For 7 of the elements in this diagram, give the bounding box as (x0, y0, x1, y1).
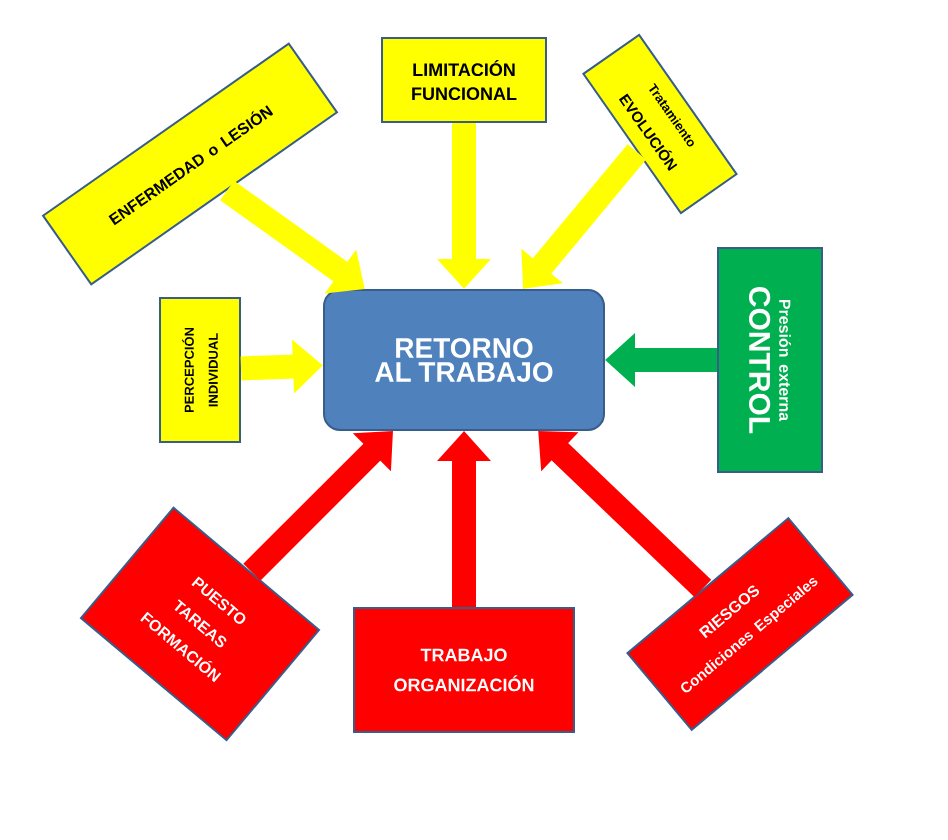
rounded-box: RETORNO AL TRABAJO (323, 289, 605, 431)
block-arrow (538, 431, 712, 598)
callout-box: Presión externa CONTROL (717, 247, 823, 473)
callout-box: TRABAJO ORGANIZACIÓN (353, 607, 575, 733)
block-arrow (243, 431, 393, 581)
callout-box: LIMITACIÓN FUNCIONAL (381, 37, 547, 123)
block-arrow (521, 144, 647, 289)
